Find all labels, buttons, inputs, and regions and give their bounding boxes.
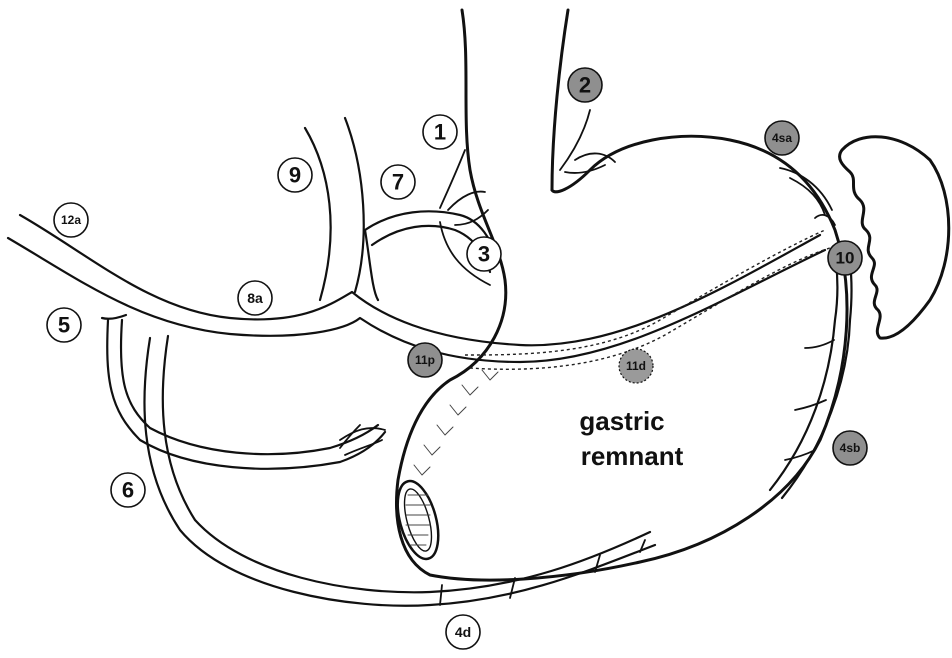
svg-text:3: 3 [478,242,490,267]
svg-text:10: 10 [836,249,855,268]
svg-text:8a: 8a [247,290,263,306]
resection-line [465,230,830,369]
svg-text:1: 1 [434,120,446,145]
station-11p: 11p [408,343,442,377]
station-6: 6 [111,473,145,507]
organ-label-line2: remnant [581,441,684,471]
svg-text:12a: 12a [61,213,81,227]
fine-vessels [414,370,498,475]
gastric-remnant [390,10,847,580]
station-2: 2 [568,68,602,102]
station-10: 10 [828,241,862,275]
svg-text:9: 9 [289,163,301,188]
station-4sa: 4sa [765,121,799,155]
station-7: 7 [381,165,415,199]
station-3: 3 [467,237,501,271]
spleen [840,137,949,338]
svg-text:5: 5 [58,313,70,338]
station-4sb: 4sb [833,431,867,465]
svg-text:11p: 11p [415,353,435,367]
svg-text:4sb: 4sb [840,441,861,455]
station-9: 9 [278,158,312,192]
station-11d: 11d [619,349,653,383]
svg-text:4sa: 4sa [772,131,792,145]
svg-text:6: 6 [122,478,134,503]
station-1: 1 [423,115,457,149]
station-12a: 12a [54,203,88,237]
organ-label-line1: gastric [579,406,664,436]
svg-text:11d: 11d [626,359,646,373]
station-8a: 8a [238,281,272,315]
svg-text:4d: 4d [455,624,471,640]
svg-text:7: 7 [392,170,404,195]
station-4d: 4d [446,615,480,649]
svg-text:2: 2 [579,73,591,98]
station-5: 5 [47,308,81,342]
